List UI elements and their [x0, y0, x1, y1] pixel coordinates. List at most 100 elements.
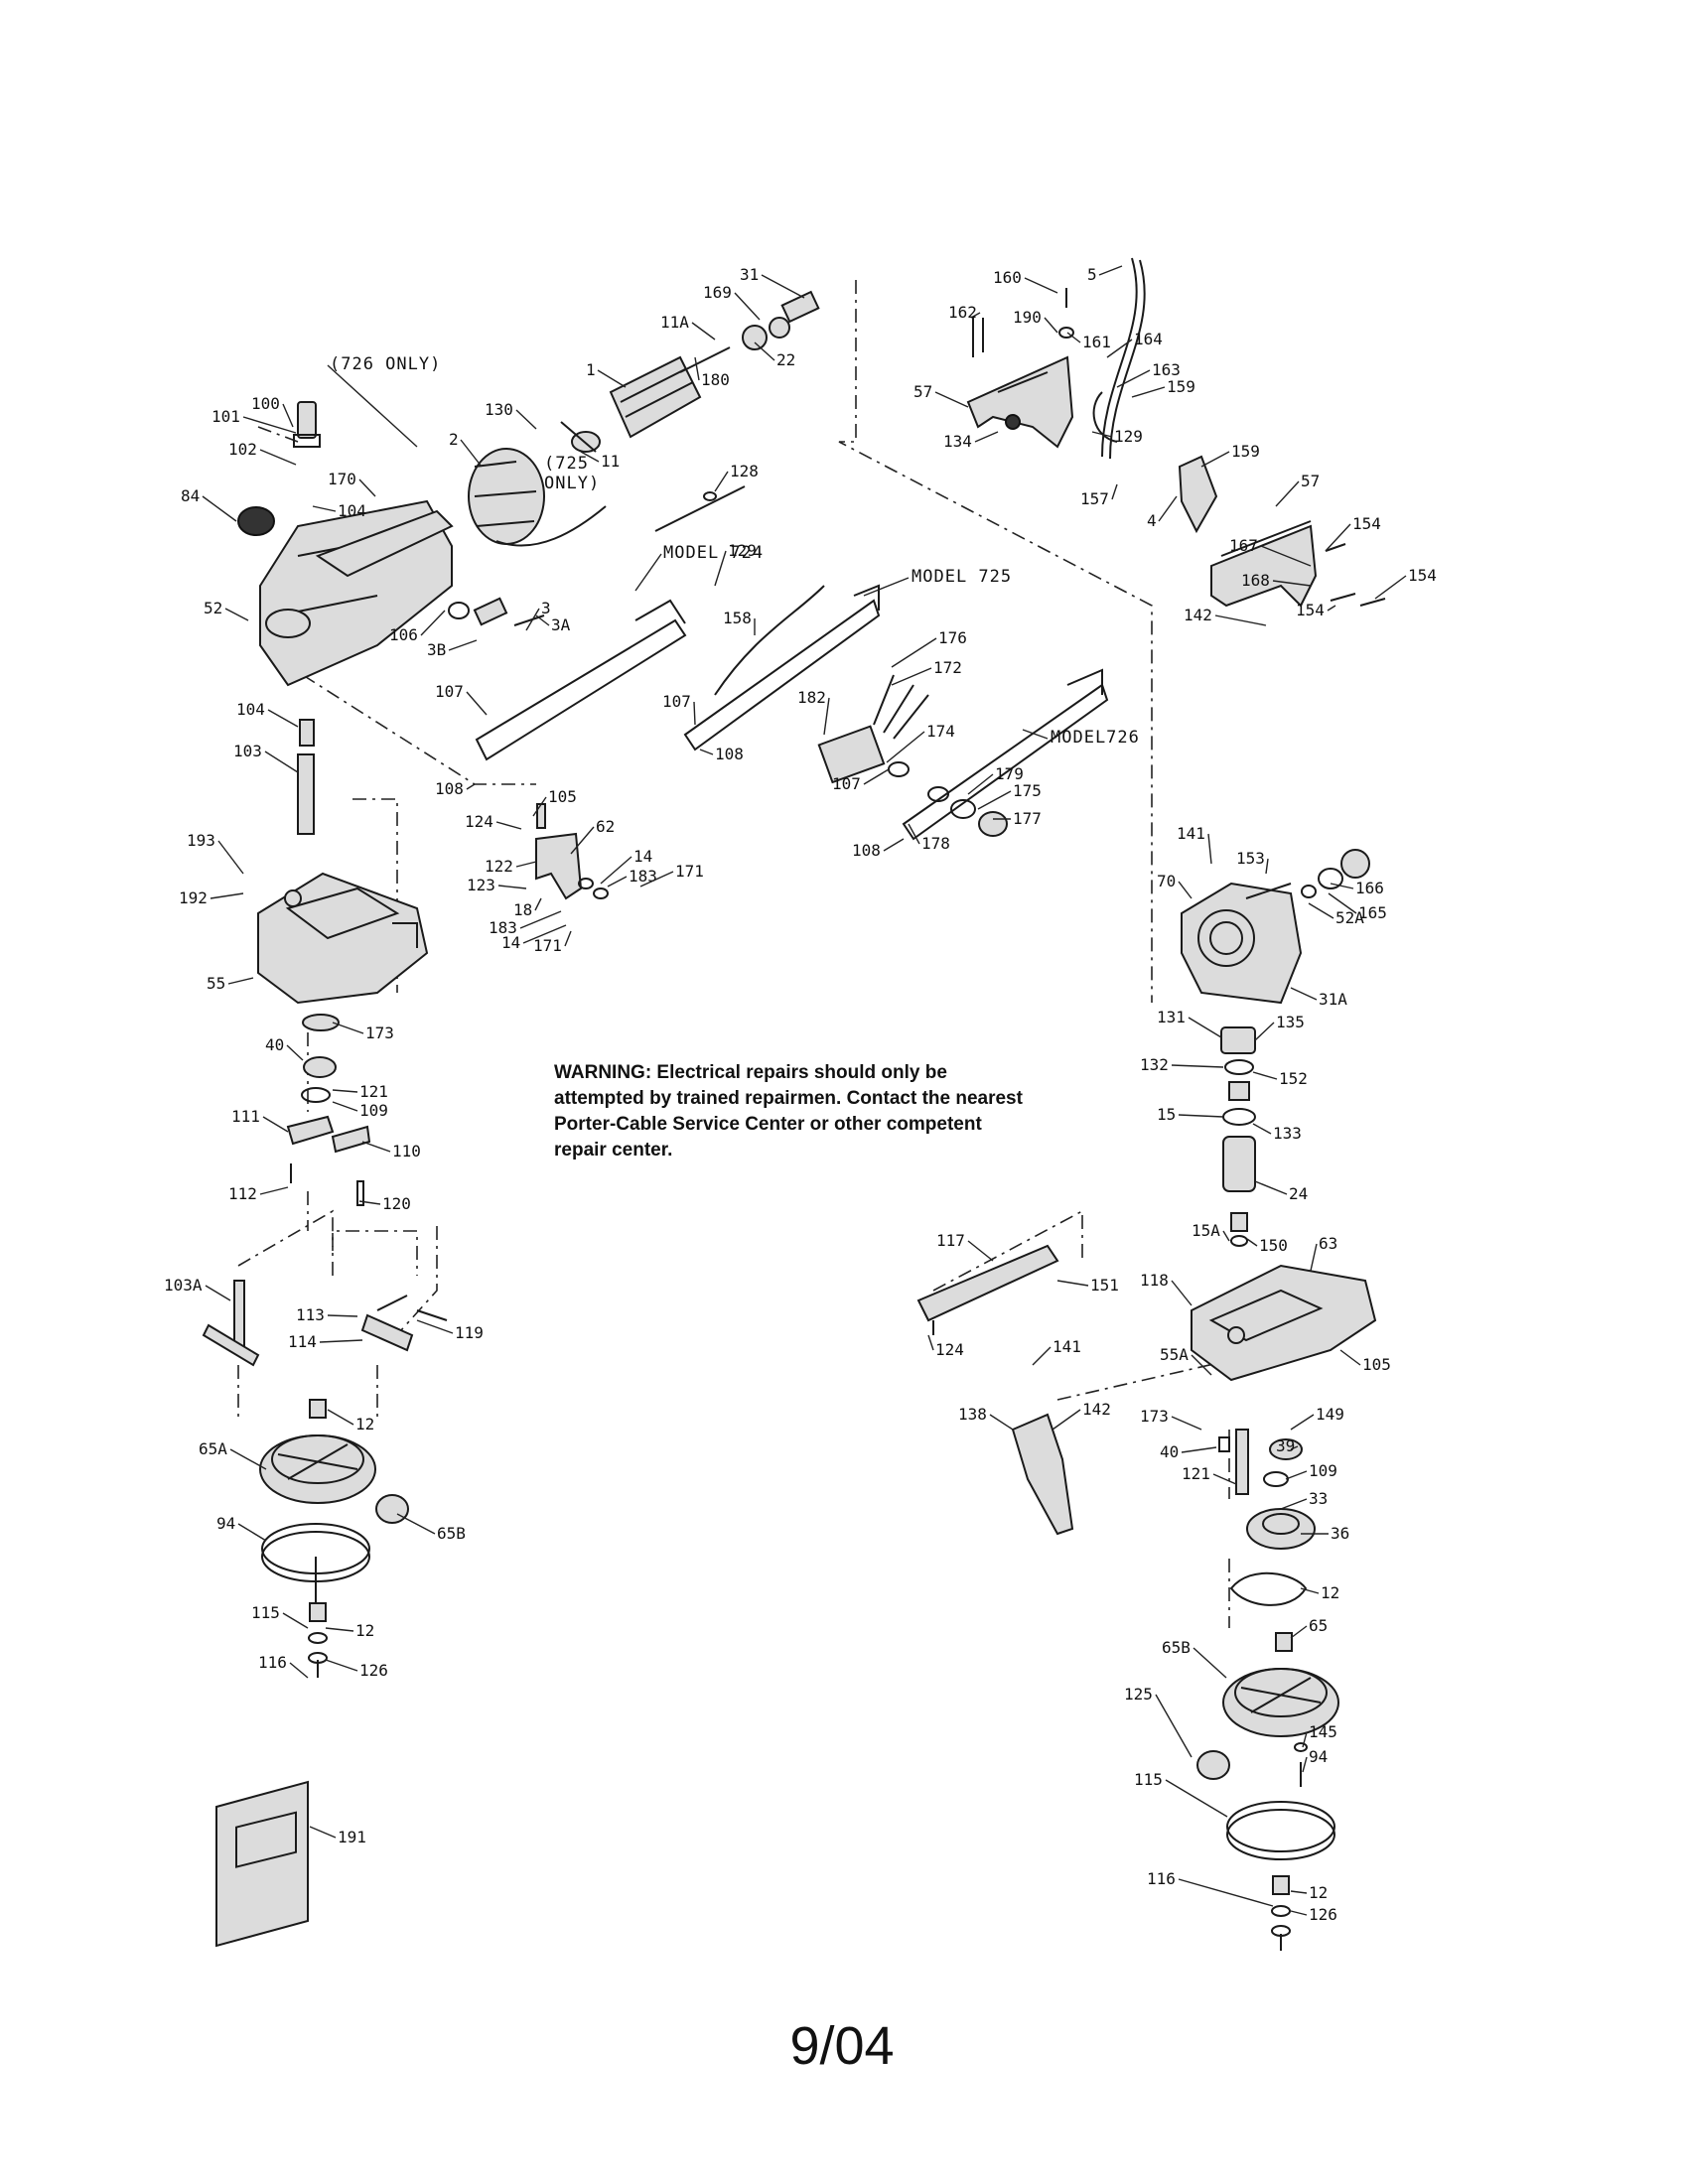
warning-line: WARNING: Electrical repairs should only … — [554, 1062, 947, 1083]
part-number-label: 107 — [662, 692, 691, 711]
callout-leader — [570, 826, 595, 855]
callout-leader — [515, 861, 537, 868]
electrical-warning-note: WARNING: Electrical repairs should only … — [554, 1060, 1110, 1163]
part-number-label: 173 — [365, 1024, 394, 1042]
part-number-label: 14 — [633, 847, 652, 866]
part-number-label: 24 — [1289, 1184, 1308, 1203]
callout-leader — [466, 691, 488, 716]
part-number-label: 122 — [485, 857, 513, 876]
note-725-a: (725 — [544, 454, 589, 474]
part-number-label: 3B — [427, 640, 446, 659]
callout-leader — [691, 322, 716, 341]
part-number-label: 5 — [1087, 265, 1097, 284]
callout-leader — [396, 1513, 436, 1535]
part-number-label: 193 — [187, 831, 215, 850]
cord-5 — [1092, 257, 1146, 460]
callout-leader — [1207, 833, 1212, 865]
callout-leader — [1171, 1416, 1202, 1431]
callout-leader — [1165, 1779, 1228, 1818]
part-number-label: 109 — [359, 1101, 388, 1120]
callout-leader — [1098, 265, 1123, 276]
part-number-label: 40 — [265, 1035, 284, 1054]
part-number-label: 125 — [1124, 1685, 1153, 1704]
part-number-label: 154 — [1352, 514, 1381, 533]
part-number-label: 158 — [723, 609, 752, 627]
part-number-label: 153 — [1236, 849, 1265, 868]
part-number-label: 129 — [1114, 427, 1143, 446]
callout-leader — [1131, 386, 1166, 398]
part-number-label: 183 — [489, 918, 517, 937]
callout-leader — [607, 876, 628, 887]
callout-leader — [1193, 1647, 1227, 1679]
screw-125-145 — [1294, 1742, 1308, 1787]
part-number-label: 159 — [1167, 377, 1195, 396]
part-number-label: 3A — [551, 615, 571, 634]
part-number-label: 12 — [1321, 1583, 1339, 1602]
part-number-label: 180 — [701, 370, 730, 389]
part-number-label: 130 — [485, 400, 513, 419]
callout-leader — [974, 431, 999, 443]
callout-leader — [1178, 1878, 1274, 1907]
part-number-label: 102 — [228, 440, 257, 459]
part-number-label: 145 — [1309, 1722, 1337, 1741]
part-number-label: 63 — [1319, 1234, 1337, 1253]
part-number-label: 12 — [1309, 1883, 1328, 1902]
callout-leader — [1178, 881, 1193, 899]
part-number-label: 94 — [1309, 1747, 1328, 1766]
label-model-725: MODEL 725 — [912, 567, 1012, 587]
part-number-label: 12 — [355, 1415, 374, 1433]
part-number-label: 154 — [1296, 601, 1325, 619]
handle-57-lower — [1210, 520, 1318, 608]
callout-leader — [1290, 1445, 1299, 1450]
gear-housing-52A — [1181, 882, 1303, 1005]
part-number-label: 141 — [1052, 1337, 1081, 1356]
part-number-label: 119 — [455, 1323, 484, 1342]
callout-leader — [1200, 451, 1230, 468]
callout-leader — [967, 1240, 994, 1262]
part-number-label: 40 — [1160, 1442, 1179, 1461]
callout-leader — [1214, 614, 1267, 626]
callout-leader — [466, 783, 476, 790]
part-number-label: 70 — [1157, 872, 1176, 890]
part-number-label: 142 — [1082, 1400, 1111, 1419]
callout-leader — [693, 701, 696, 726]
part-number-label: 126 — [1309, 1905, 1337, 1924]
callout-leader — [886, 731, 925, 763]
callout-leader — [1155, 1694, 1193, 1758]
gear-stack-right — [1220, 1026, 1256, 1247]
callout-leader — [1111, 483, 1118, 500]
part-number-label: 94 — [216, 1514, 235, 1533]
callout-leader — [309, 1826, 337, 1839]
lower-hub-right — [1271, 1875, 1291, 1951]
part-number-label: 116 — [258, 1653, 287, 1672]
part-number-label: 123 — [467, 876, 495, 894]
part-number-label: 179 — [995, 764, 1024, 783]
part-number-label: 152 — [1279, 1069, 1308, 1088]
note-725-b: ONLY) — [544, 474, 600, 493]
part-number-label: 55A — [1160, 1345, 1189, 1364]
pulley-33 — [1246, 1508, 1316, 1550]
part-number-label: 117 — [936, 1231, 965, 1250]
part-number-label: 33 — [1309, 1489, 1328, 1508]
part-number-label: 116 — [1147, 1869, 1176, 1888]
part-number-label: 128 — [730, 462, 759, 480]
switch-4 — [1178, 455, 1218, 534]
part-number-label: 104 — [338, 501, 366, 520]
lower-hub-left — [308, 1602, 328, 1678]
callout-leader — [289, 1662, 309, 1679]
part-number-label: 107 — [435, 682, 464, 701]
part-number-label: 62 — [596, 817, 615, 836]
callout-leader — [908, 823, 920, 845]
part-number-label: 183 — [629, 867, 657, 886]
callout-leader — [564, 930, 572, 947]
callout-leader — [1310, 1243, 1318, 1272]
part-number-label: 18 — [513, 900, 532, 919]
callout-leader — [1290, 987, 1318, 1001]
part-number-label: 111 — [231, 1107, 260, 1126]
model-labels: (726 ONLY) (725 ONLY) MODEL 724 MODEL 72… — [327, 354, 1139, 748]
warning-line: Porter-Cable Service Center or other com… — [554, 1114, 982, 1135]
part-number-label: 133 — [1273, 1124, 1302, 1143]
part-number-label: 12 — [355, 1621, 374, 1640]
callout-leader — [927, 1334, 934, 1351]
